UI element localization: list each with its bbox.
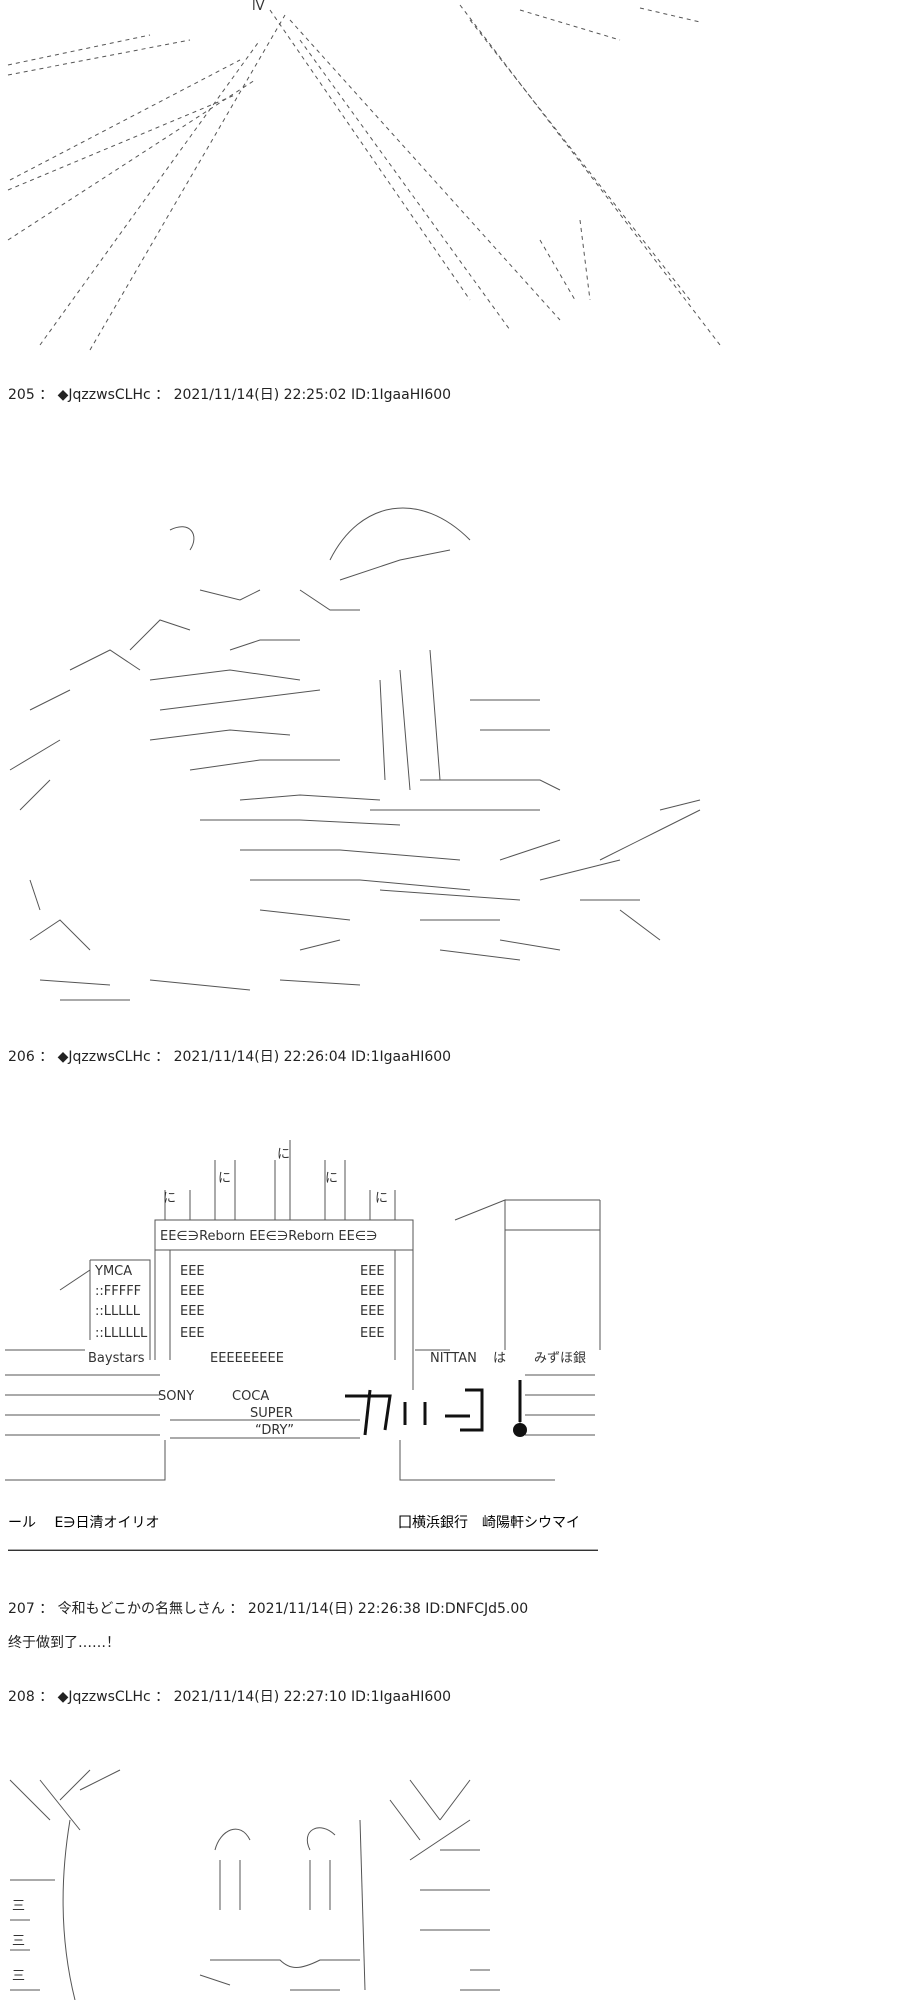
art-glyph: lV xyxy=(252,0,265,14)
post-id: ID:1IgaaHI600 xyxy=(350,1689,452,1705)
post-author: 令和もどこかの名無しさん xyxy=(57,1601,225,1617)
post-separator: ： xyxy=(39,1601,54,1617)
sign-baystars: Baystars xyxy=(88,1351,145,1366)
art-glyph: 三 xyxy=(12,1899,25,1914)
sign-ni-top: に xyxy=(277,1147,290,1162)
sign-llllll: ::LLLLLL xyxy=(95,1326,148,1341)
stadium-ad-right: 囗横浜銀行 崎陽軒シウマイ xyxy=(398,1515,580,1531)
post-number: 207 xyxy=(8,1601,35,1617)
post-author: ◆JqzzwsCLHc xyxy=(57,387,151,403)
post-id: ID:1IgaaHI600 xyxy=(350,1049,452,1065)
post-id: ID:DNFCJd5.00 xyxy=(425,1601,529,1617)
sign-eee-3: EEE xyxy=(180,1304,205,1319)
post-number: 208 xyxy=(8,1689,35,1705)
sign-sony: SONY xyxy=(158,1389,194,1404)
sign-ni-right: に xyxy=(325,1171,338,1186)
sign-lllll: ::LLLLL xyxy=(95,1304,141,1319)
sign-ni-far-right: に xyxy=(375,1191,388,1206)
ascii-art-rays-drawing: lV xyxy=(7,0,721,351)
sign-fffff: ::FFFFF xyxy=(95,1284,141,1299)
sign-reborn: EE∈∋Reborn EE∈∋Reborn EE∈∋ xyxy=(160,1229,378,1244)
sign-coca: COCA xyxy=(232,1389,269,1404)
sign-ni-left: に xyxy=(218,1171,231,1186)
sign-ni-far-left: に xyxy=(163,1191,176,1206)
post-datetime: 2021/11/14(日) 22:25:02 xyxy=(173,387,347,403)
post-author: ◆JqzzwsCLHc xyxy=(57,1049,151,1065)
sign-eee-5: EEE xyxy=(360,1264,385,1279)
post-date-separator: ： xyxy=(229,1601,244,1617)
post-separator: ： xyxy=(39,387,54,403)
sound-effect-dot xyxy=(513,1423,527,1437)
sign-dry: “DRY” xyxy=(255,1423,294,1438)
sign-nittan: NITTAN xyxy=(430,1351,477,1366)
sign-eee-2: EEE xyxy=(180,1284,205,1299)
post-date-separator: ： xyxy=(155,1049,170,1065)
post-date-separator: ： xyxy=(155,387,170,403)
post-body-207: 终于做到了……！ xyxy=(8,1635,120,1651)
ascii-art-stadium: EE∈∋Reborn EE∈∋Reborn EE∈∋ YMCA ::FFFFF … xyxy=(0,1140,912,1560)
post-separator: ： xyxy=(39,1689,54,1705)
sign-eee-1: EEE xyxy=(180,1264,205,1279)
post-header-207: 207 ： 令和もどこかの名無しさん ： 2021/11/14(日) 22:26… xyxy=(8,1600,528,1618)
sign-ymca: YMCA xyxy=(94,1264,132,1279)
post-author: ◆JqzzwsCLHc xyxy=(57,1689,151,1705)
sign-eeeeeeeee: EEEEEEEEE xyxy=(210,1351,284,1366)
ascii-art-character xyxy=(0,480,912,1020)
ascii-art-face: 三 三 三 xyxy=(0,1760,912,2000)
post-datetime: 2021/11/14(日) 22:27:10 xyxy=(173,1689,347,1705)
sign-ha: は xyxy=(493,1351,506,1366)
post-header-208: 208 ： ◆JqzzwsCLHc ： 2021/11/14(日) 22:27:… xyxy=(8,1688,451,1706)
post-datetime: 2021/11/14(日) 22:26:38 xyxy=(247,1601,421,1617)
sign-eee-8: EEE xyxy=(360,1326,385,1341)
post-number: 206 xyxy=(8,1049,35,1065)
sign-eee-6: EEE xyxy=(360,1284,385,1299)
ascii-art-character-drawing xyxy=(9,507,701,1001)
sign-eee-7: EEE xyxy=(360,1304,385,1319)
art-glyph: 三 xyxy=(12,1969,25,1984)
sign-mizuho: みずほ銀 xyxy=(534,1351,586,1366)
post-datetime: 2021/11/14(日) 22:26:04 xyxy=(173,1049,347,1065)
sign-eee-4: EEE xyxy=(180,1326,205,1341)
post-header-206: 206 ： ◆JqzzwsCLHc ： 2021/11/14(日) 22:26:… xyxy=(8,1048,451,1066)
post-number: 205 xyxy=(8,387,35,403)
stadium-ad-left: ール E∋日清オイリオ xyxy=(8,1515,160,1531)
post-id: ID:1IgaaHI600 xyxy=(350,387,452,403)
post-separator: ： xyxy=(39,1049,54,1065)
sign-super: SUPER xyxy=(250,1406,293,1421)
art-glyph: 三 xyxy=(12,1934,25,1949)
post-date-separator: ： xyxy=(155,1689,170,1705)
divider xyxy=(8,1550,598,1551)
post-header-205: 205 ： ◆JqzzwsCLHc ： 2021/11/14(日) 22:25:… xyxy=(8,386,451,404)
ascii-art-face-drawing: 三 三 三 xyxy=(9,1769,500,2000)
ascii-art-rays: lV xyxy=(0,0,912,360)
ascii-art-stadium-drawing: EE∈∋Reborn EE∈∋Reborn EE∈∋ YMCA ::FFFFF … xyxy=(5,1140,601,1551)
